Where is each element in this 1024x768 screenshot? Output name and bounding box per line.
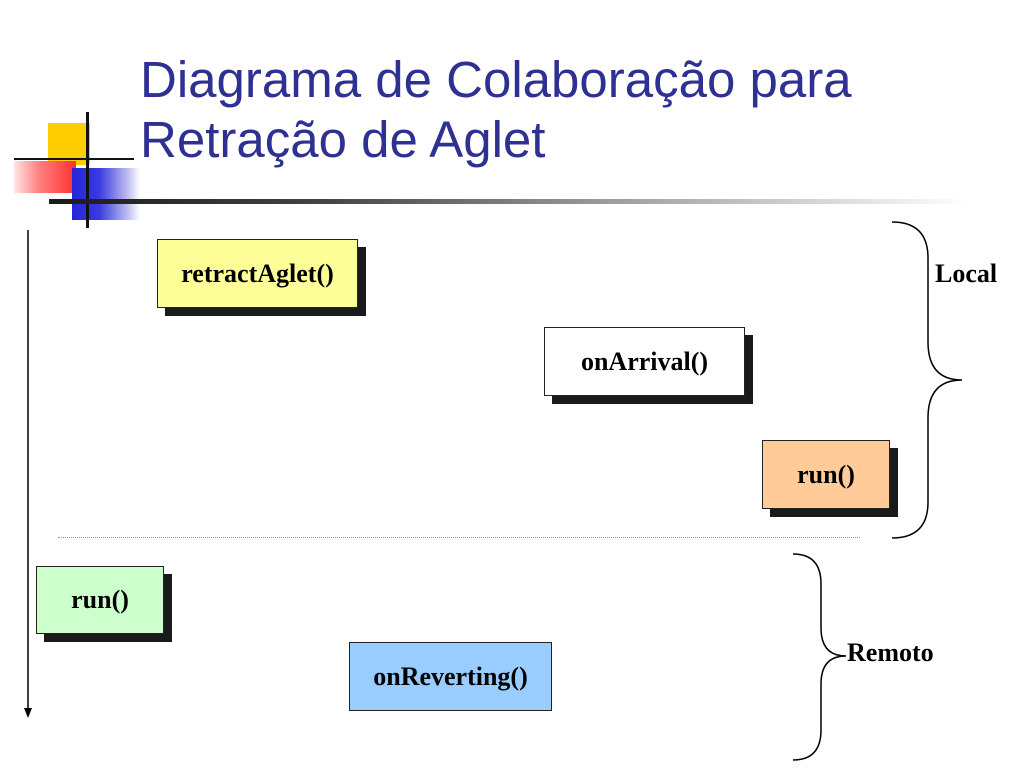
local-group-label: Local bbox=[935, 259, 998, 288]
slide-title-line-1: Diagrama de Colaboração para bbox=[140, 51, 852, 108]
on-reverting-label: onReverting() bbox=[373, 661, 528, 691]
slide-title: Diagrama de Colaboração para Retração de… bbox=[140, 50, 1000, 170]
retract-aglet-label: retractAglet() bbox=[181, 258, 334, 288]
decor-horizontal-line bbox=[14, 158, 134, 160]
retract-aglet-box: retractAglet() bbox=[157, 239, 358, 308]
title-underline bbox=[49, 199, 969, 204]
local-brace bbox=[891, 221, 963, 539]
on-arrival-label: onArrival() bbox=[580, 346, 709, 376]
run-remote-label: run() bbox=[71, 585, 129, 614]
slide-title-line-2: Retração de Aglet bbox=[140, 111, 546, 168]
decor-blue-square bbox=[72, 168, 140, 220]
on-reverting-box: onReverting() bbox=[349, 642, 552, 711]
decor-red-square bbox=[14, 161, 76, 193]
on-arrival-box: onArrival() bbox=[544, 327, 745, 396]
run-local-label: run() bbox=[797, 459, 855, 489]
remote-group-label: Remoto bbox=[847, 638, 934, 667]
run-remote-box: run() bbox=[36, 566, 164, 634]
remote-brace bbox=[792, 553, 847, 761]
time-axis-arrowhead bbox=[24, 708, 32, 718]
local-remote-divider bbox=[58, 537, 860, 538]
decor-vertical-line bbox=[86, 112, 89, 228]
run-local-box: run() bbox=[762, 440, 890, 509]
